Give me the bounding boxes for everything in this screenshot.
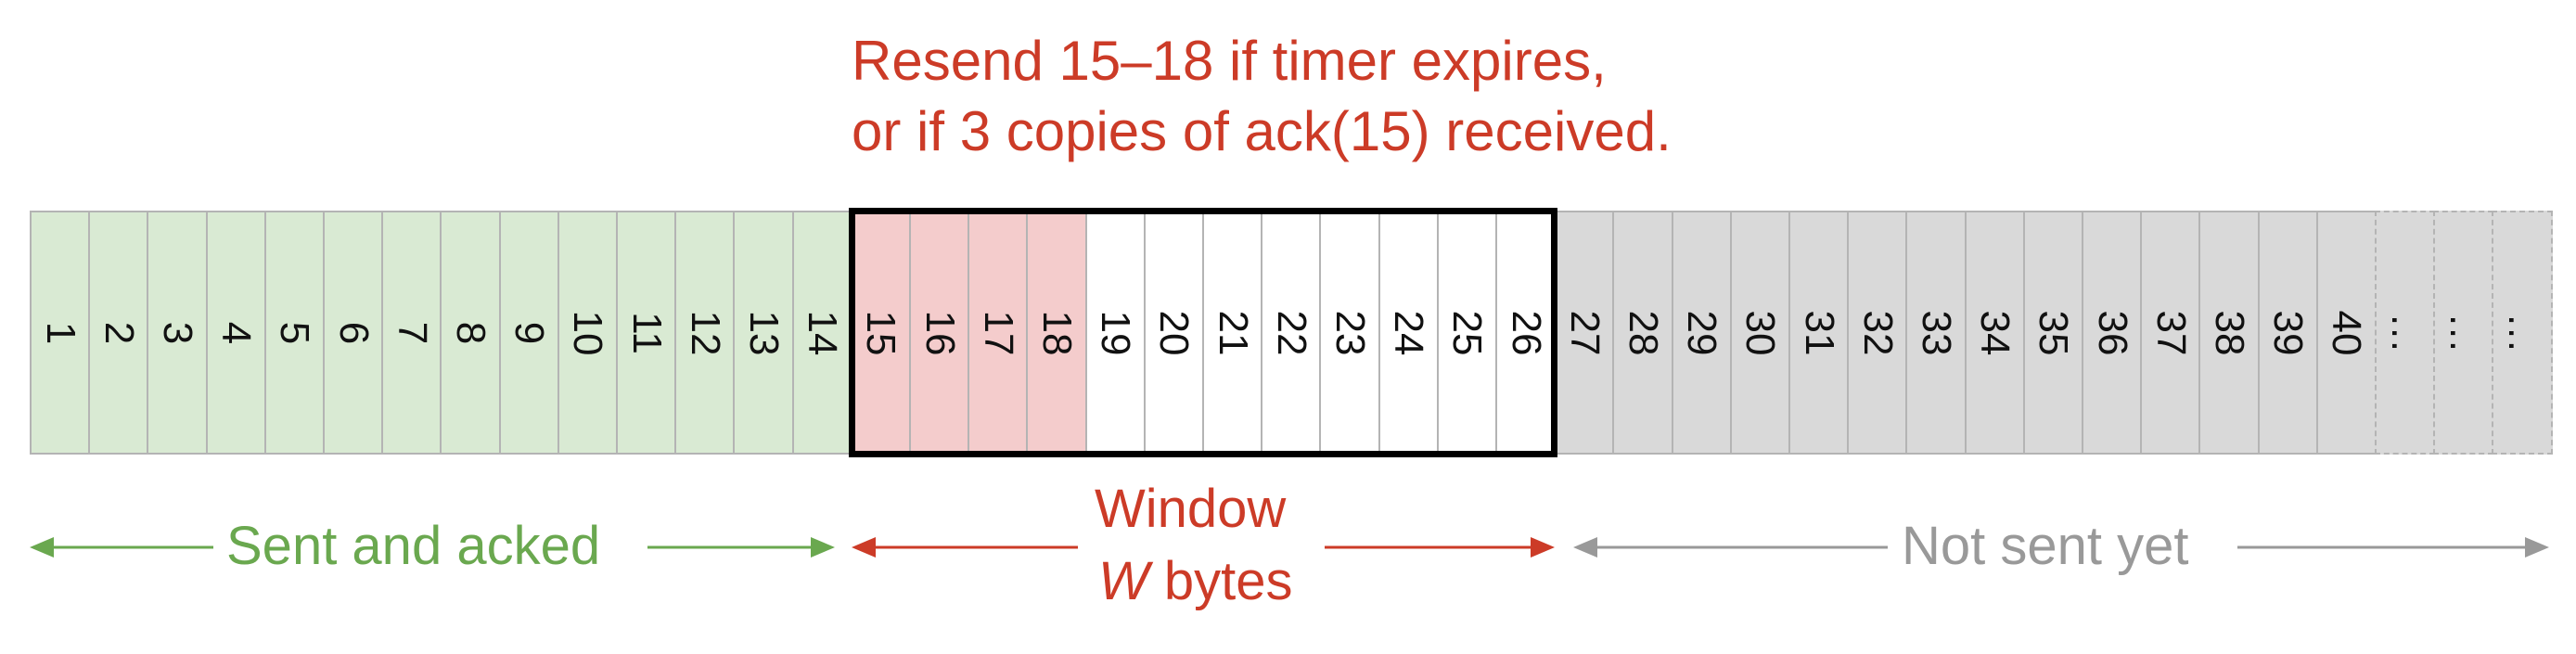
window-size-label: W bytes [1098,555,1293,609]
byte-cell: 40 [2315,211,2377,455]
window-arrow [852,537,1555,558]
byte-cell: 10 [557,211,618,455]
byte-cell: … [2375,211,2436,455]
byte-cell: 38 [2198,211,2260,455]
byte-cell: 26 [1495,211,1557,455]
byte-cell: 6 [323,211,384,455]
resend-note-line-1: Resend 15–18 if timer expires, [852,30,1607,92]
sent-and-acked-arrow [30,537,835,558]
arrowhead-right [811,537,835,558]
byte-cell: 11 [616,211,677,455]
byte-cell: 13 [733,211,794,455]
byte-cell: 29 [1671,211,1732,455]
arrowhead-right [2525,537,2549,558]
not-sent-yet-label: Not sent yet [1902,516,2189,576]
byte-cell: 35 [2022,211,2083,455]
byte-cell: 33 [1905,211,1967,455]
arrowhead-left [852,537,876,558]
window-size-variable: W [1098,551,1149,611]
byte-cell: 4 [205,211,266,455]
arrowhead-left [30,537,54,558]
byte-cell: … [2433,211,2494,455]
byte-cell: 1 [30,211,91,455]
byte-cell: 31 [1788,211,1850,455]
resend-note-line-2: or if 3 copies of ack(15) received. [852,100,1672,162]
window-label: Window [1095,479,1287,539]
window-outline [848,208,1558,457]
byte-cell: 36 [2082,211,2143,455]
byte-cell: 27 [1554,211,1615,455]
arrowhead-right [1531,537,1555,558]
byte-cell: 30 [1729,211,1790,455]
sent-and-acked-label: Sent and acked [226,516,601,576]
window-size-unit: bytes [1148,551,1293,611]
byte-cell: 17 [968,211,1029,455]
not-sent-yet-arrow [1573,537,2549,558]
byte-cell: 9 [498,211,559,455]
byte-cell: … [2492,211,2553,455]
byte-cell: 14 [791,211,852,455]
byte-cell: 8 [440,211,501,455]
arrowhead-left [1573,537,1597,558]
